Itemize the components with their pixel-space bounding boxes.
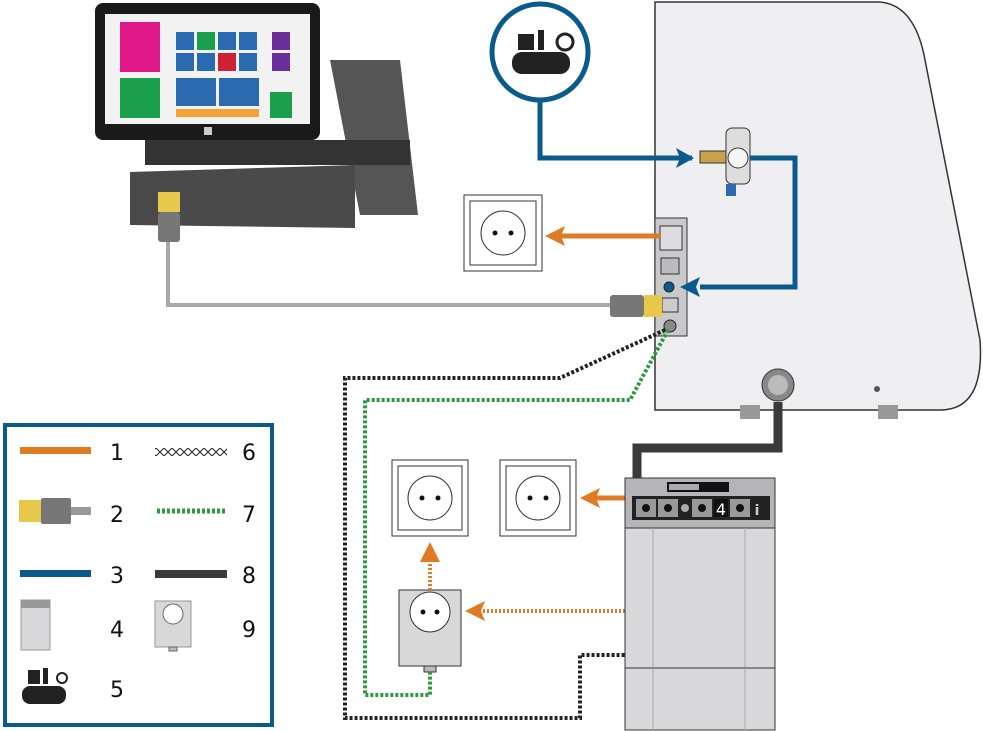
suction-level-display: 4 — [716, 500, 726, 519]
legend-label-5: 5 — [110, 678, 124, 703]
wall-socket-3 — [499, 459, 577, 537]
power-switch[interactable] — [660, 257, 680, 275]
air-hose — [537, 100, 692, 161]
legend-label-2: 2 — [110, 503, 124, 528]
wall-socket-2 — [391, 459, 469, 537]
signal-cable-black — [343, 328, 666, 720]
legend-label-8: 8 — [242, 564, 256, 589]
wall-socket-1 — [463, 194, 543, 272]
usb-cable — [166, 225, 610, 307]
legend-label-3: 3 — [110, 564, 124, 589]
air-compressor-badge — [489, 1, 591, 103]
legend-power-cable-icon — [20, 447, 91, 454]
bell-icon — [681, 504, 689, 512]
usb-plug-icon — [158, 192, 180, 212]
legend-label-4: 4 — [110, 618, 124, 643]
legend-label-1: 1 — [110, 441, 124, 466]
legend-label-6: 6 — [242, 441, 256, 466]
usb-port — [661, 297, 679, 313]
legend-black-signal-cable-icon — [155, 448, 227, 456]
switchable-socket — [398, 589, 462, 673]
legend-label-9: 9 — [242, 618, 256, 643]
tablet-with-dock — [95, 3, 418, 228]
legend-label-7: 7 — [242, 503, 256, 528]
suction-hose — [632, 402, 783, 478]
usb-plug-icon-machine — [610, 295, 644, 317]
legend-compressor-icon — [22, 668, 68, 704]
air-inlet — [663, 281, 675, 293]
legend-suction-hose-icon — [155, 570, 227, 578]
power-inlet — [659, 225, 683, 251]
signal-port — [663, 319, 677, 333]
signal-cable-green — [363, 329, 670, 697]
legend-air-hose-icon — [20, 570, 91, 577]
legend: 1 2 3 4 5 6 7 8 9 — [3, 423, 274, 727]
milling-machine — [654, 1, 982, 419]
legend-switchable-socket-icon — [154, 600, 192, 652]
info-icon: i — [755, 503, 760, 519]
suction-unit: 4 i — [624, 477, 776, 731]
air-hose-to-machine — [700, 155, 798, 290]
legend-usb-cable-icon — [19, 500, 41, 522]
